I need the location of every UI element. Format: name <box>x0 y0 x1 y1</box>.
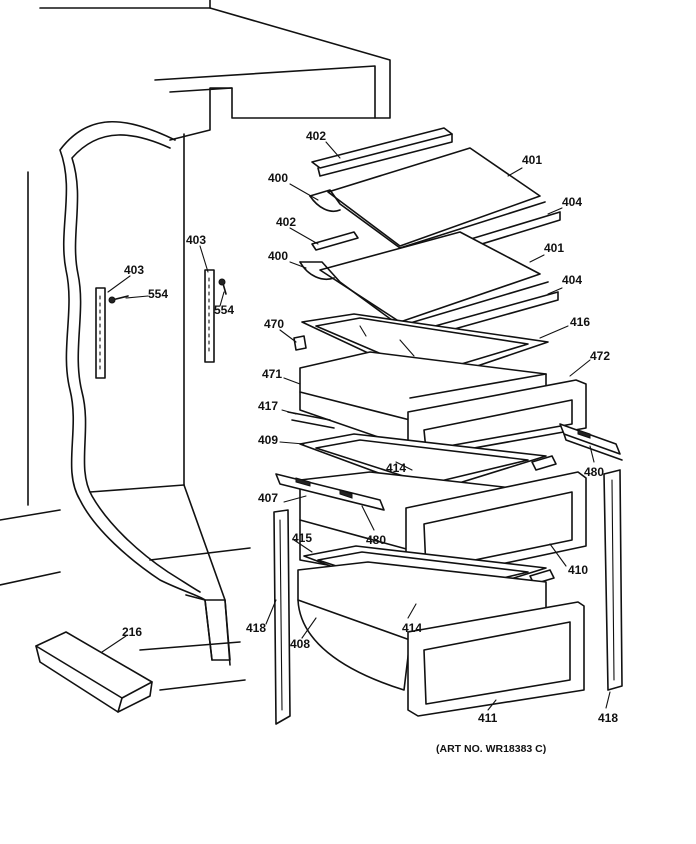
shelf-middle <box>299 231 559 343</box>
bottom-pan <box>297 561 585 717</box>
leader-lines <box>101 141 611 711</box>
door-bin <box>35 631 153 713</box>
part-label-401: 401 <box>544 241 564 255</box>
shelf-rail-left <box>95 287 129 379</box>
part-label-418: 418 <box>246 621 266 635</box>
part-labels: 402 401 400 404 402 400 401 404 403 554 … <box>122 129 618 725</box>
part-label-418: 418 <box>598 711 618 725</box>
part-label-404: 404 <box>562 273 582 287</box>
part-label-416: 416 <box>570 315 590 329</box>
middle-pan <box>275 471 587 583</box>
part-label-400: 400 <box>268 171 288 185</box>
pan-rail-left <box>273 509 291 725</box>
part-label-400: 400 <box>268 249 288 263</box>
shelf-rail-right <box>204 269 227 363</box>
part-label-414: 414 <box>402 621 422 635</box>
part-label-404: 404 <box>562 195 582 209</box>
part-label-403: 403 <box>186 233 206 247</box>
part-label-480: 480 <box>366 533 386 547</box>
part-label-480: 480 <box>584 465 604 479</box>
part-label-402: 402 <box>306 129 326 143</box>
part-label-403: 403 <box>124 263 144 277</box>
part-label-554: 554 <box>214 303 234 317</box>
part-label-411: 411 <box>478 711 498 725</box>
part-label-409: 409 <box>258 433 278 447</box>
part-label-471: 471 <box>262 367 282 381</box>
part-label-401: 401 <box>522 153 542 167</box>
part-label-472: 472 <box>590 349 610 363</box>
part-label-554: 554 <box>148 287 168 301</box>
art-number: (ART NO. WR18383 C) <box>436 743 546 755</box>
shelf-upper <box>309 127 561 267</box>
part-label-408: 408 <box>290 637 310 651</box>
part-label-414: 414 <box>386 461 406 475</box>
part-label-470: 470 <box>264 317 284 331</box>
part-label-415: 415 <box>292 531 312 545</box>
slide-bracket-right <box>559 423 623 461</box>
part-label-216: 216 <box>122 625 142 639</box>
pan-rail-right <box>603 469 623 691</box>
part-label-410: 410 <box>568 563 588 577</box>
part-label-407: 407 <box>258 491 278 505</box>
cabinet-outline <box>0 0 391 691</box>
part-label-417: 417 <box>258 399 278 413</box>
part-label-402: 402 <box>276 215 296 229</box>
